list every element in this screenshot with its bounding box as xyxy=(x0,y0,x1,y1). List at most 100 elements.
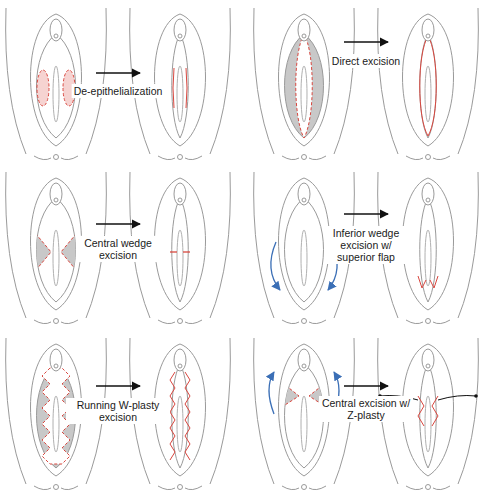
thigh-contour xyxy=(130,8,150,154)
suture-line xyxy=(430,276,438,288)
thigh-contour xyxy=(458,8,478,154)
buttock-contour xyxy=(34,486,51,490)
z-suture xyxy=(432,396,438,426)
technique-label: Central excision w/ Z-plasty xyxy=(319,396,413,422)
anus xyxy=(178,485,183,490)
de-epithelialized-area xyxy=(37,70,49,106)
labia-minora xyxy=(37,34,76,138)
buttock-contour xyxy=(61,320,78,324)
buttock-contour xyxy=(433,486,450,490)
anatomy-figure xyxy=(378,8,479,160)
thigh-contour xyxy=(254,338,274,484)
thigh-contour xyxy=(210,338,230,484)
buttock-contour xyxy=(406,486,423,490)
flap-arrow xyxy=(271,242,280,290)
process-arrow xyxy=(96,72,140,73)
wedge-excision xyxy=(274,376,299,412)
labia-minora xyxy=(420,198,437,302)
thigh-contour xyxy=(6,338,26,484)
left-half xyxy=(274,256,297,302)
zigzag-suture xyxy=(185,372,190,460)
labia-majora xyxy=(279,14,330,146)
zigzag-suture xyxy=(170,372,175,460)
wedge-excision xyxy=(274,256,297,302)
clitoral-hood xyxy=(50,19,62,41)
process-arrow xyxy=(96,223,140,224)
anus xyxy=(426,319,431,324)
clitoral-hood xyxy=(422,19,434,41)
left-half xyxy=(274,376,299,412)
suture-line xyxy=(173,68,174,108)
left-half xyxy=(418,276,426,288)
technique-label: Direct excision xyxy=(330,54,402,68)
clitoral-hood xyxy=(298,183,310,205)
thigh-contour xyxy=(210,172,230,318)
buttock-contour xyxy=(158,320,175,324)
labia-majora xyxy=(279,178,330,310)
buttock-contour xyxy=(61,156,78,160)
introitus xyxy=(177,66,183,122)
thigh-contour xyxy=(378,8,398,154)
thigh-contour xyxy=(254,8,274,154)
suture-line xyxy=(170,251,177,252)
retractor-suture xyxy=(438,396,476,401)
suture-line xyxy=(420,36,428,136)
left-half xyxy=(173,68,174,108)
clitoris xyxy=(302,198,306,202)
flap-arrow xyxy=(269,372,274,414)
left-half xyxy=(170,372,175,460)
anus xyxy=(302,319,307,324)
clitoral-hood xyxy=(50,349,62,371)
introitus xyxy=(53,230,59,286)
process-arrow xyxy=(96,385,140,386)
buttock-contour xyxy=(185,156,202,160)
left-half xyxy=(37,70,49,106)
technique-label: Central wedge excision xyxy=(77,236,159,262)
anus xyxy=(426,155,431,160)
z-suture xyxy=(418,396,424,426)
suture-line xyxy=(418,276,426,288)
clitoral-hood xyxy=(174,183,186,205)
clitoris xyxy=(302,34,306,38)
technique-label: Inferior wedge excision w/ superior flap xyxy=(325,226,407,264)
right-half xyxy=(185,372,190,460)
thigh-contour xyxy=(6,172,26,318)
anus xyxy=(54,319,59,324)
thigh-contour xyxy=(210,8,230,154)
right-half xyxy=(428,36,436,136)
labia-majora xyxy=(155,14,206,146)
labia-minora xyxy=(285,198,324,302)
anus xyxy=(178,155,183,160)
thigh-contour xyxy=(6,8,26,154)
buttock-contour xyxy=(282,156,299,160)
labia-minora xyxy=(420,364,437,468)
retractor-end xyxy=(474,394,478,398)
buttock-contour xyxy=(158,156,175,160)
introitus xyxy=(425,396,431,452)
introitus xyxy=(425,66,431,122)
incision-line xyxy=(274,376,299,412)
clitoris xyxy=(54,364,58,368)
buttock-contour xyxy=(158,486,175,490)
buttock-contour xyxy=(309,486,326,490)
left-half xyxy=(420,36,428,136)
labia-minora xyxy=(285,34,324,138)
clitoral-hood xyxy=(174,349,186,371)
buttock-contour xyxy=(34,320,51,324)
clitoris xyxy=(426,34,430,38)
anus xyxy=(54,485,59,490)
labia-majora xyxy=(155,178,206,310)
technique-label: Running W-plasty excision xyxy=(66,398,170,424)
buttock-contour xyxy=(433,320,450,324)
anus xyxy=(302,485,307,490)
suture-line xyxy=(428,36,436,136)
left-half xyxy=(269,372,274,414)
introitus xyxy=(425,230,431,286)
wedge-excision xyxy=(26,222,51,282)
labia-majora xyxy=(403,178,454,310)
clitoris xyxy=(54,34,58,38)
clitoris xyxy=(178,198,182,202)
thigh-contour xyxy=(458,338,478,484)
